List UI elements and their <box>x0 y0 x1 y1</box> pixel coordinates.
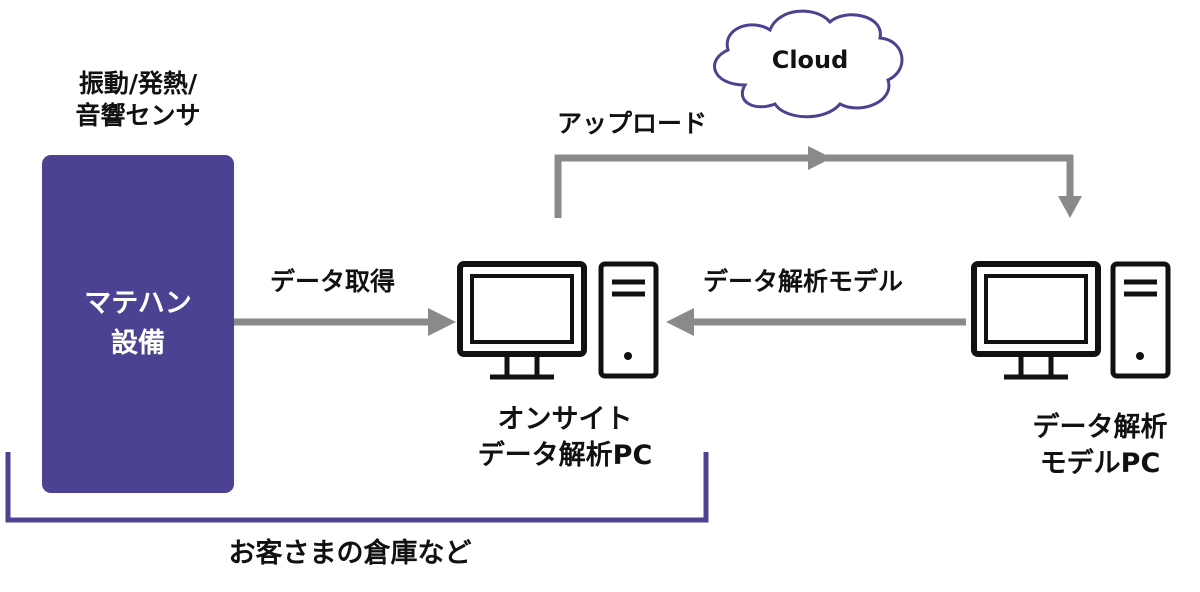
sensor-label-line1: 振動/発熱/ <box>78 69 198 98</box>
upload-label: アップロード <box>557 109 708 138</box>
upload-arrow <box>554 146 1082 218</box>
monitor-icon <box>971 261 1101 380</box>
upload-arrow-head <box>1058 196 1082 218</box>
upload-arrow-mid-head <box>808 146 832 170</box>
sensor-label-line2: 音響センサ <box>75 101 201 130</box>
monitor-icon <box>457 261 587 380</box>
equipment-label-line1: マテハン <box>84 288 192 319</box>
sensor-label: 振動/発熱/ 音響センサ <box>48 68 228 132</box>
analysis-pc-label-line1: データ解析 <box>1032 412 1168 443</box>
analysis-pc <box>971 261 1171 380</box>
pc-tower-icon <box>1110 261 1171 379</box>
analysis-pc-label-line2: モデルPC <box>1039 448 1161 479</box>
model-arrow <box>666 308 966 336</box>
equipment-block: マテハン 設備 <box>42 155 234 493</box>
analysis-pc-label: データ解析 モデルPC <box>1010 410 1190 482</box>
onsite-pc <box>457 261 659 380</box>
pc-tower-icon <box>598 261 659 379</box>
onsite-pc-label: オンサイト データ解析PC <box>440 402 690 474</box>
model-label: データ解析モデル <box>703 267 904 296</box>
cloud-icon <box>713 9 904 119</box>
onsite-pc-label-line1: オンサイト <box>497 404 633 435</box>
warehouse-label: お客さまの倉庫など <box>228 538 472 569</box>
acquire-label: データ取得 <box>270 267 396 296</box>
cloud-label: Cloud <box>771 46 849 74</box>
warehouse-bracket <box>5 452 709 523</box>
acquire-arrow <box>234 308 456 336</box>
equipment-label-line2: 設備 <box>111 328 165 359</box>
onsite-pc-label-line2: データ解析PC <box>477 440 653 471</box>
